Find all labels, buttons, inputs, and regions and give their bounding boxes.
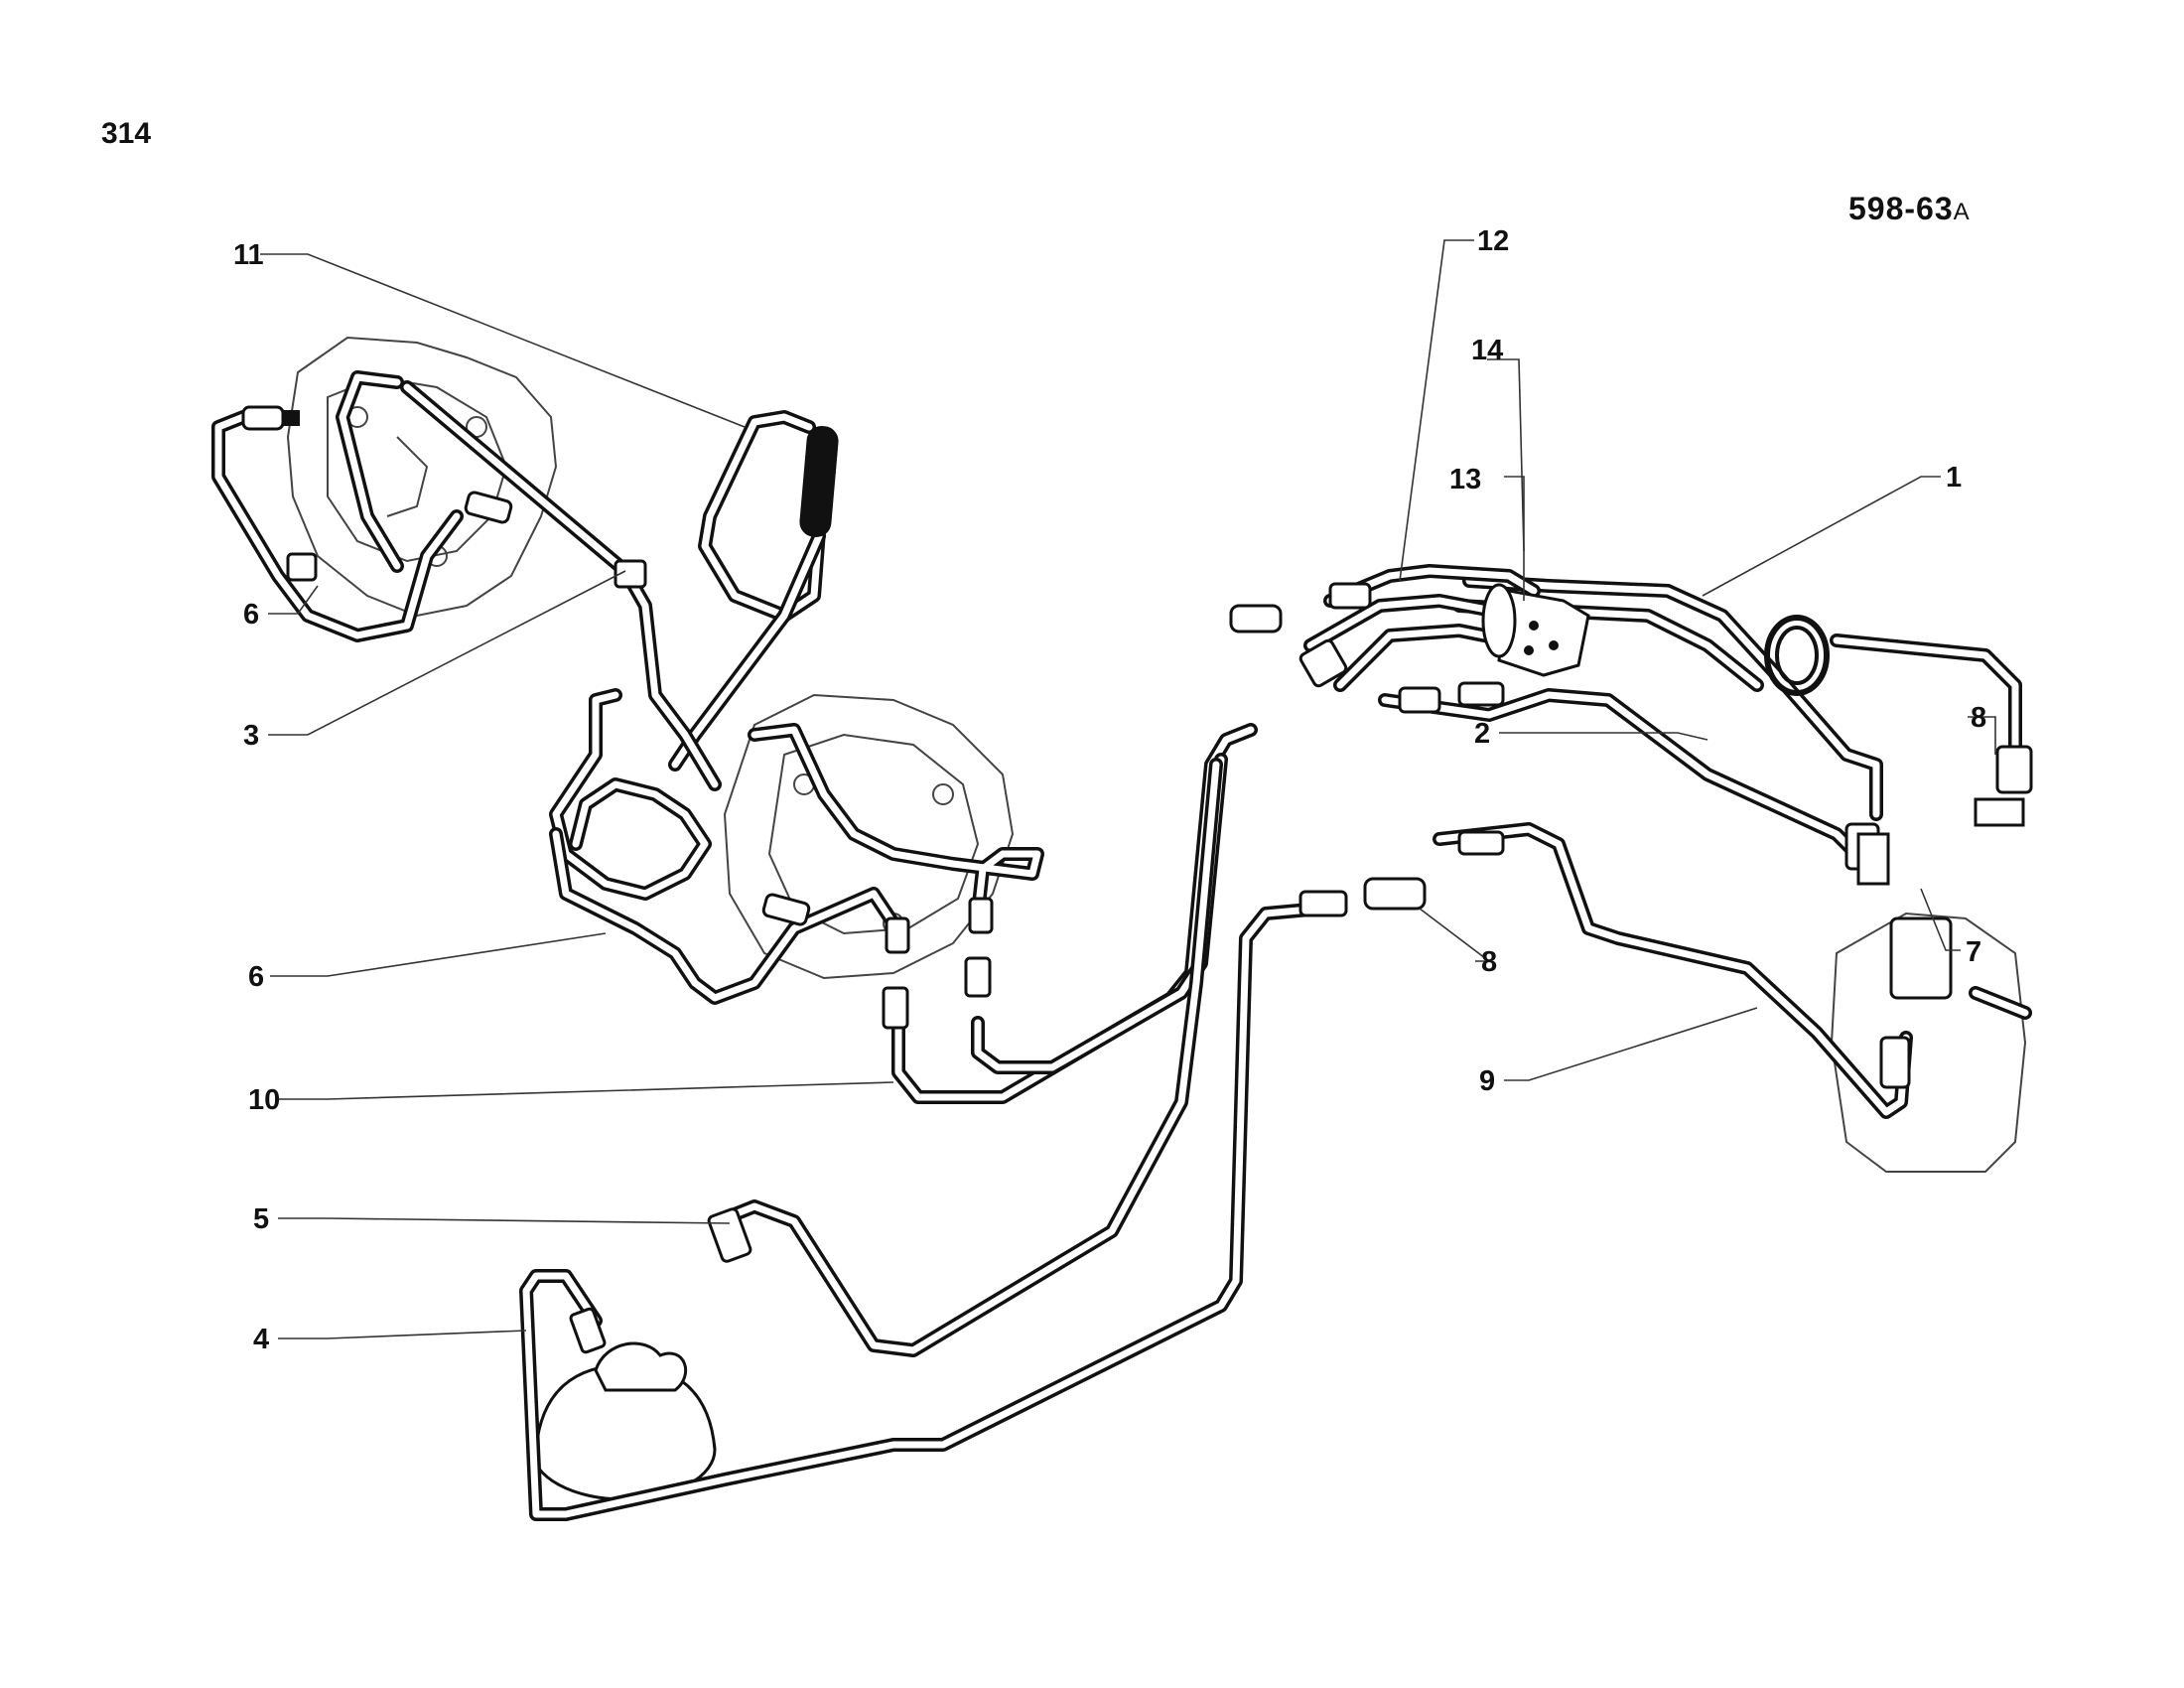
callout-4: 4	[253, 1324, 269, 1355]
brake-fluid-reservoir	[530, 1341, 717, 1501]
pipe-6-upper-loop	[211, 370, 464, 642]
fittings	[241, 405, 2033, 1354]
callout-11: 11	[233, 239, 264, 271]
pipe-3-crossover	[400, 380, 722, 791]
brake-hose-connector-icon	[1844, 822, 1890, 886]
union-nut-icon	[1328, 582, 1372, 610]
union-nut-icon	[882, 986, 909, 1030]
callout-6a: 6	[243, 599, 259, 631]
brake-hose-connector-icon	[1879, 1036, 1911, 1089]
union-nut-icon	[707, 1207, 752, 1263]
union-nut-icon	[761, 893, 811, 926]
union-nut-icon	[964, 956, 992, 998]
callout-1: 1	[1946, 462, 1962, 493]
union-nut-icon	[1298, 638, 1348, 688]
union-nut-icon	[1457, 681, 1505, 707]
callout-2: 2	[1474, 718, 1490, 750]
callout-8b: 8	[1481, 946, 1497, 978]
callout-14: 14	[1471, 335, 1503, 366]
callout-3: 3	[243, 720, 259, 752]
union-nut-icon	[885, 916, 910, 954]
union-nut-icon	[968, 897, 994, 934]
union-nut-icon	[286, 552, 318, 582]
callout-12: 12	[1477, 225, 1509, 257]
union-nut-icon	[1229, 604, 1283, 633]
callout-13: 13	[1449, 464, 1481, 495]
pipe-coil-icon	[1764, 615, 1830, 696]
callout-labels: 1 2 3 4 5 6 6 7 8 8 9 10 11 12 13 14	[233, 225, 1986, 1355]
figure-code: 598-63A	[1848, 191, 1971, 227]
union-nut-icon	[614, 559, 647, 589]
callout-9: 9	[1479, 1065, 1495, 1097]
pipe-11-front-loop	[668, 410, 831, 772]
union-nut-icon	[1457, 830, 1505, 856]
brake-master-cylinder-rear	[1830, 912, 2032, 1173]
brake-hose-connector-icon	[1974, 745, 2033, 827]
pipe-long-reservoir-to-front	[723, 758, 1223, 1357]
callout-8a: 8	[1971, 702, 1986, 734]
callout-5: 5	[253, 1203, 269, 1235]
pipe-clip-block-icon	[1497, 589, 1590, 677]
figure-code-main: 598-63	[1848, 191, 1954, 226]
callout-7: 7	[1966, 936, 1981, 968]
union-nut-icon	[569, 1307, 607, 1354]
pipe-grommet-icon	[1481, 583, 1517, 658]
pipe-4-reservoir-loop	[519, 902, 1327, 1521]
callout-6b: 6	[248, 961, 264, 993]
rubber-sleeve-icon	[799, 426, 839, 537]
pipe-6-lower-loop	[549, 688, 1044, 1005]
brake-hose-connector-icon	[1363, 877, 1427, 911]
figure-code-suffix: A	[1953, 199, 1971, 225]
leader-lines	[260, 239, 1996, 1339]
union-nut-icon	[464, 491, 513, 524]
callout-10: 10	[248, 1084, 280, 1116]
union-nut-icon	[1298, 890, 1348, 917]
pipe-9-rear-right	[1433, 822, 1913, 1119]
union-nut-icon	[1398, 686, 1441, 714]
page-number: 314	[101, 117, 152, 150]
union-nut-icon	[241, 405, 300, 431]
